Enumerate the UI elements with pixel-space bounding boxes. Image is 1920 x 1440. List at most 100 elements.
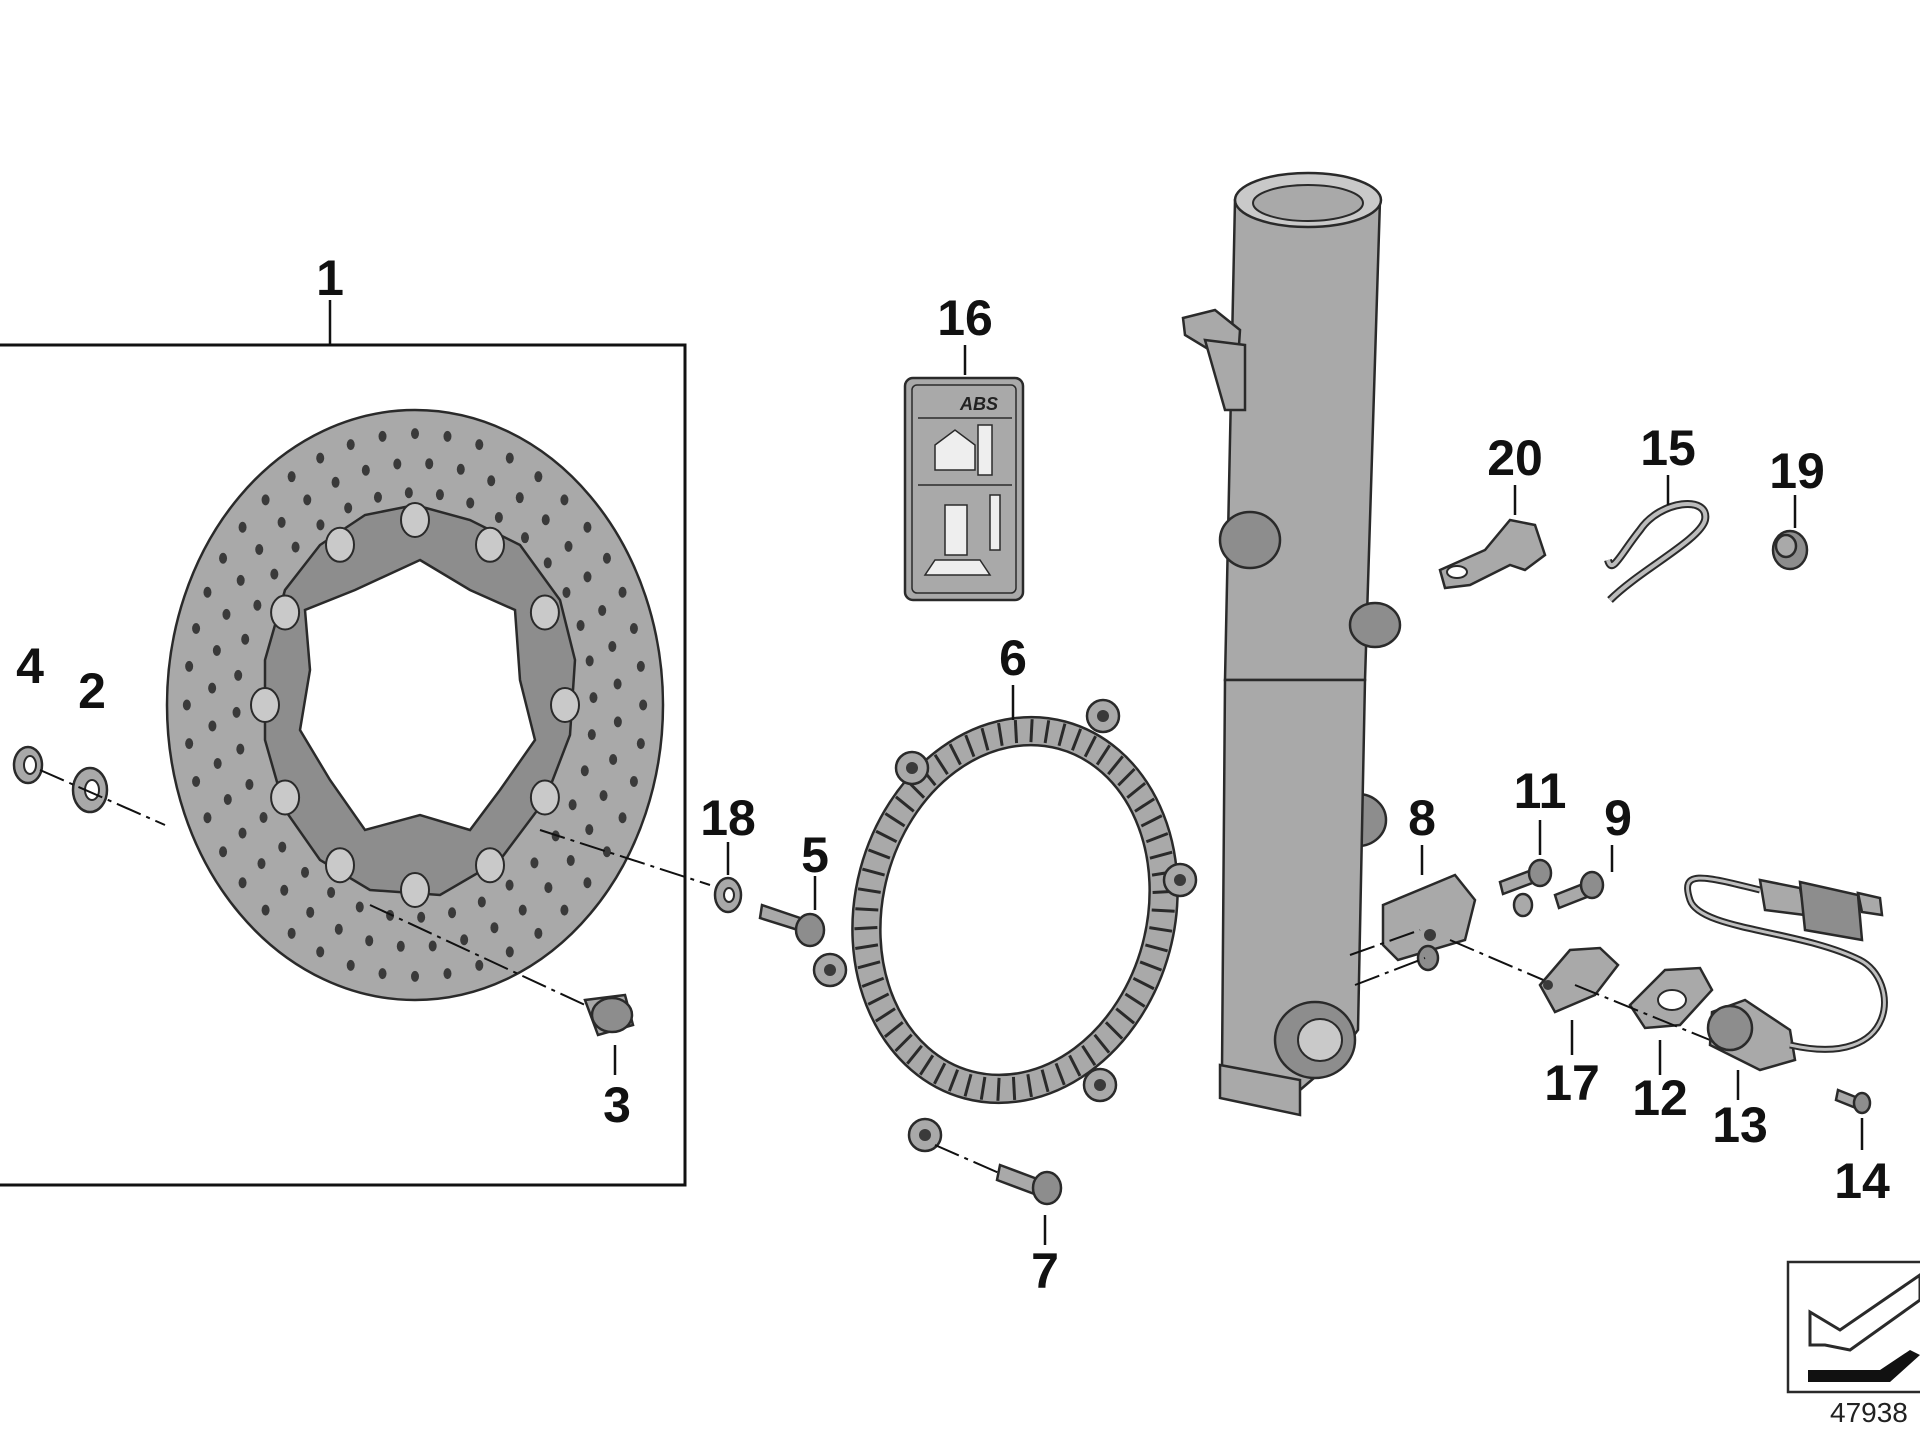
disc-perforations: [182, 428, 648, 982]
disc-hole: [203, 812, 212, 824]
bolt-part-7: [995, 1163, 1063, 1206]
disc-hole: [411, 970, 419, 982]
disc-hole: [261, 904, 270, 916]
disc-hole: [566, 855, 575, 867]
callout-19: 19: [1769, 443, 1825, 499]
ring-tooth: [1140, 814, 1163, 828]
disc-hole: [639, 699, 648, 711]
disc-rivet: [529, 594, 560, 631]
disc-hole: [238, 827, 247, 839]
disc-rivet: [400, 502, 430, 538]
shim-part-17: [1538, 946, 1620, 1014]
disc-hole: [185, 660, 194, 672]
ring-tooth: [1054, 1062, 1066, 1086]
disc-rivet: [270, 594, 301, 631]
disc-hole: [361, 464, 370, 476]
ring-tooth: [1145, 943, 1169, 953]
callout-13: 13: [1712, 1097, 1768, 1153]
disc-hole: [490, 922, 499, 934]
abs-label-sticker: ABS: [903, 345, 1025, 602]
disc-hole: [475, 959, 484, 971]
disc-hole: [602, 846, 611, 858]
disc-hole: [219, 846, 228, 858]
screw-part-14: [1834, 1088, 1872, 1115]
ring-tooth: [867, 992, 890, 1006]
disc-hole: [373, 491, 382, 503]
disc-hole: [534, 471, 543, 483]
disc-hole: [505, 879, 514, 891]
disc-hole: [568, 799, 577, 811]
ring-tooth: [1117, 767, 1136, 787]
disc-hole: [598, 605, 607, 617]
disc-hole: [287, 471, 296, 483]
disc-hole: [560, 904, 569, 916]
ring-tooth: [894, 1033, 913, 1053]
disc-hole: [280, 884, 289, 896]
ring-tooth: [1029, 719, 1034, 743]
disc-hole: [435, 489, 444, 501]
disc-hole: [192, 775, 201, 787]
callout-3: 3: [603, 1077, 631, 1133]
disc-hole: [212, 645, 221, 657]
disc-hole: [213, 757, 222, 769]
disc-hole: [404, 487, 413, 499]
disc-hole: [355, 901, 364, 913]
disc-hole: [393, 458, 402, 470]
disc-hole: [443, 430, 452, 442]
ring-tooth: [948, 743, 962, 766]
disc-hole: [259, 811, 268, 823]
disc-hole: [301, 866, 310, 878]
ring-tooth: [861, 867, 885, 877]
disc-hole: [613, 678, 622, 690]
group-frame: [0, 343, 687, 1187]
ring-tooth: [996, 1077, 1001, 1101]
ring-tooth: [1026, 1073, 1033, 1098]
screw-part-9: [1553, 870, 1605, 910]
ring-tooth: [1132, 976, 1155, 991]
callout-16: 16: [937, 290, 993, 346]
disc-hole: [241, 633, 250, 645]
disc-hole: [346, 439, 355, 451]
disc-hole: [518, 904, 527, 916]
cable-strap-part-15: [1604, 500, 1710, 603]
disc-hole: [208, 682, 217, 694]
abs-sensor-part-13: [1684, 874, 1888, 1072]
ring-tooth: [1124, 992, 1146, 1008]
disc-hole: [316, 519, 325, 531]
clip-part-4: [12, 745, 44, 785]
ring-tooth: [1068, 1054, 1082, 1077]
gasket-part-12: [1628, 966, 1714, 1030]
disc-hole: [475, 439, 484, 451]
disc-hole: [576, 620, 585, 632]
disc-rivet: [475, 847, 505, 884]
fork-slider: [1181, 171, 1402, 1117]
disc-hole: [477, 896, 486, 908]
disc-hole: [253, 599, 262, 611]
disc-rivet: [529, 779, 560, 816]
ring-tooth: [883, 1021, 904, 1038]
disc-hole: [425, 458, 434, 470]
disc-hole: [396, 940, 405, 952]
abs-sensor-ring: [812, 698, 1198, 1153]
ring-tooth: [874, 1007, 896, 1023]
ring-teeth: [854, 719, 1176, 1101]
callout-14: 14: [1834, 1153, 1890, 1209]
disc-hole: [541, 514, 550, 526]
ring-tooth: [854, 926, 878, 931]
disc-hole: [534, 927, 543, 939]
ring-tooth: [875, 829, 898, 844]
ring-tooth: [1081, 1045, 1097, 1066]
ring-tooth: [855, 943, 879, 950]
callout-4: 4: [16, 638, 44, 694]
bolt-part-5: [758, 903, 826, 948]
disc-hole: [494, 511, 503, 523]
ring-tooth: [1013, 719, 1019, 744]
disc-hole: [583, 521, 592, 533]
disc-hole: [636, 738, 645, 750]
cable-holder-part-20: [1438, 518, 1547, 590]
abs-badge-text: ABS: [959, 394, 998, 414]
disc-rivet: [550, 687, 580, 723]
disc-hole: [543, 557, 552, 569]
disc-hole: [203, 586, 212, 598]
disc-hole: [585, 655, 594, 667]
